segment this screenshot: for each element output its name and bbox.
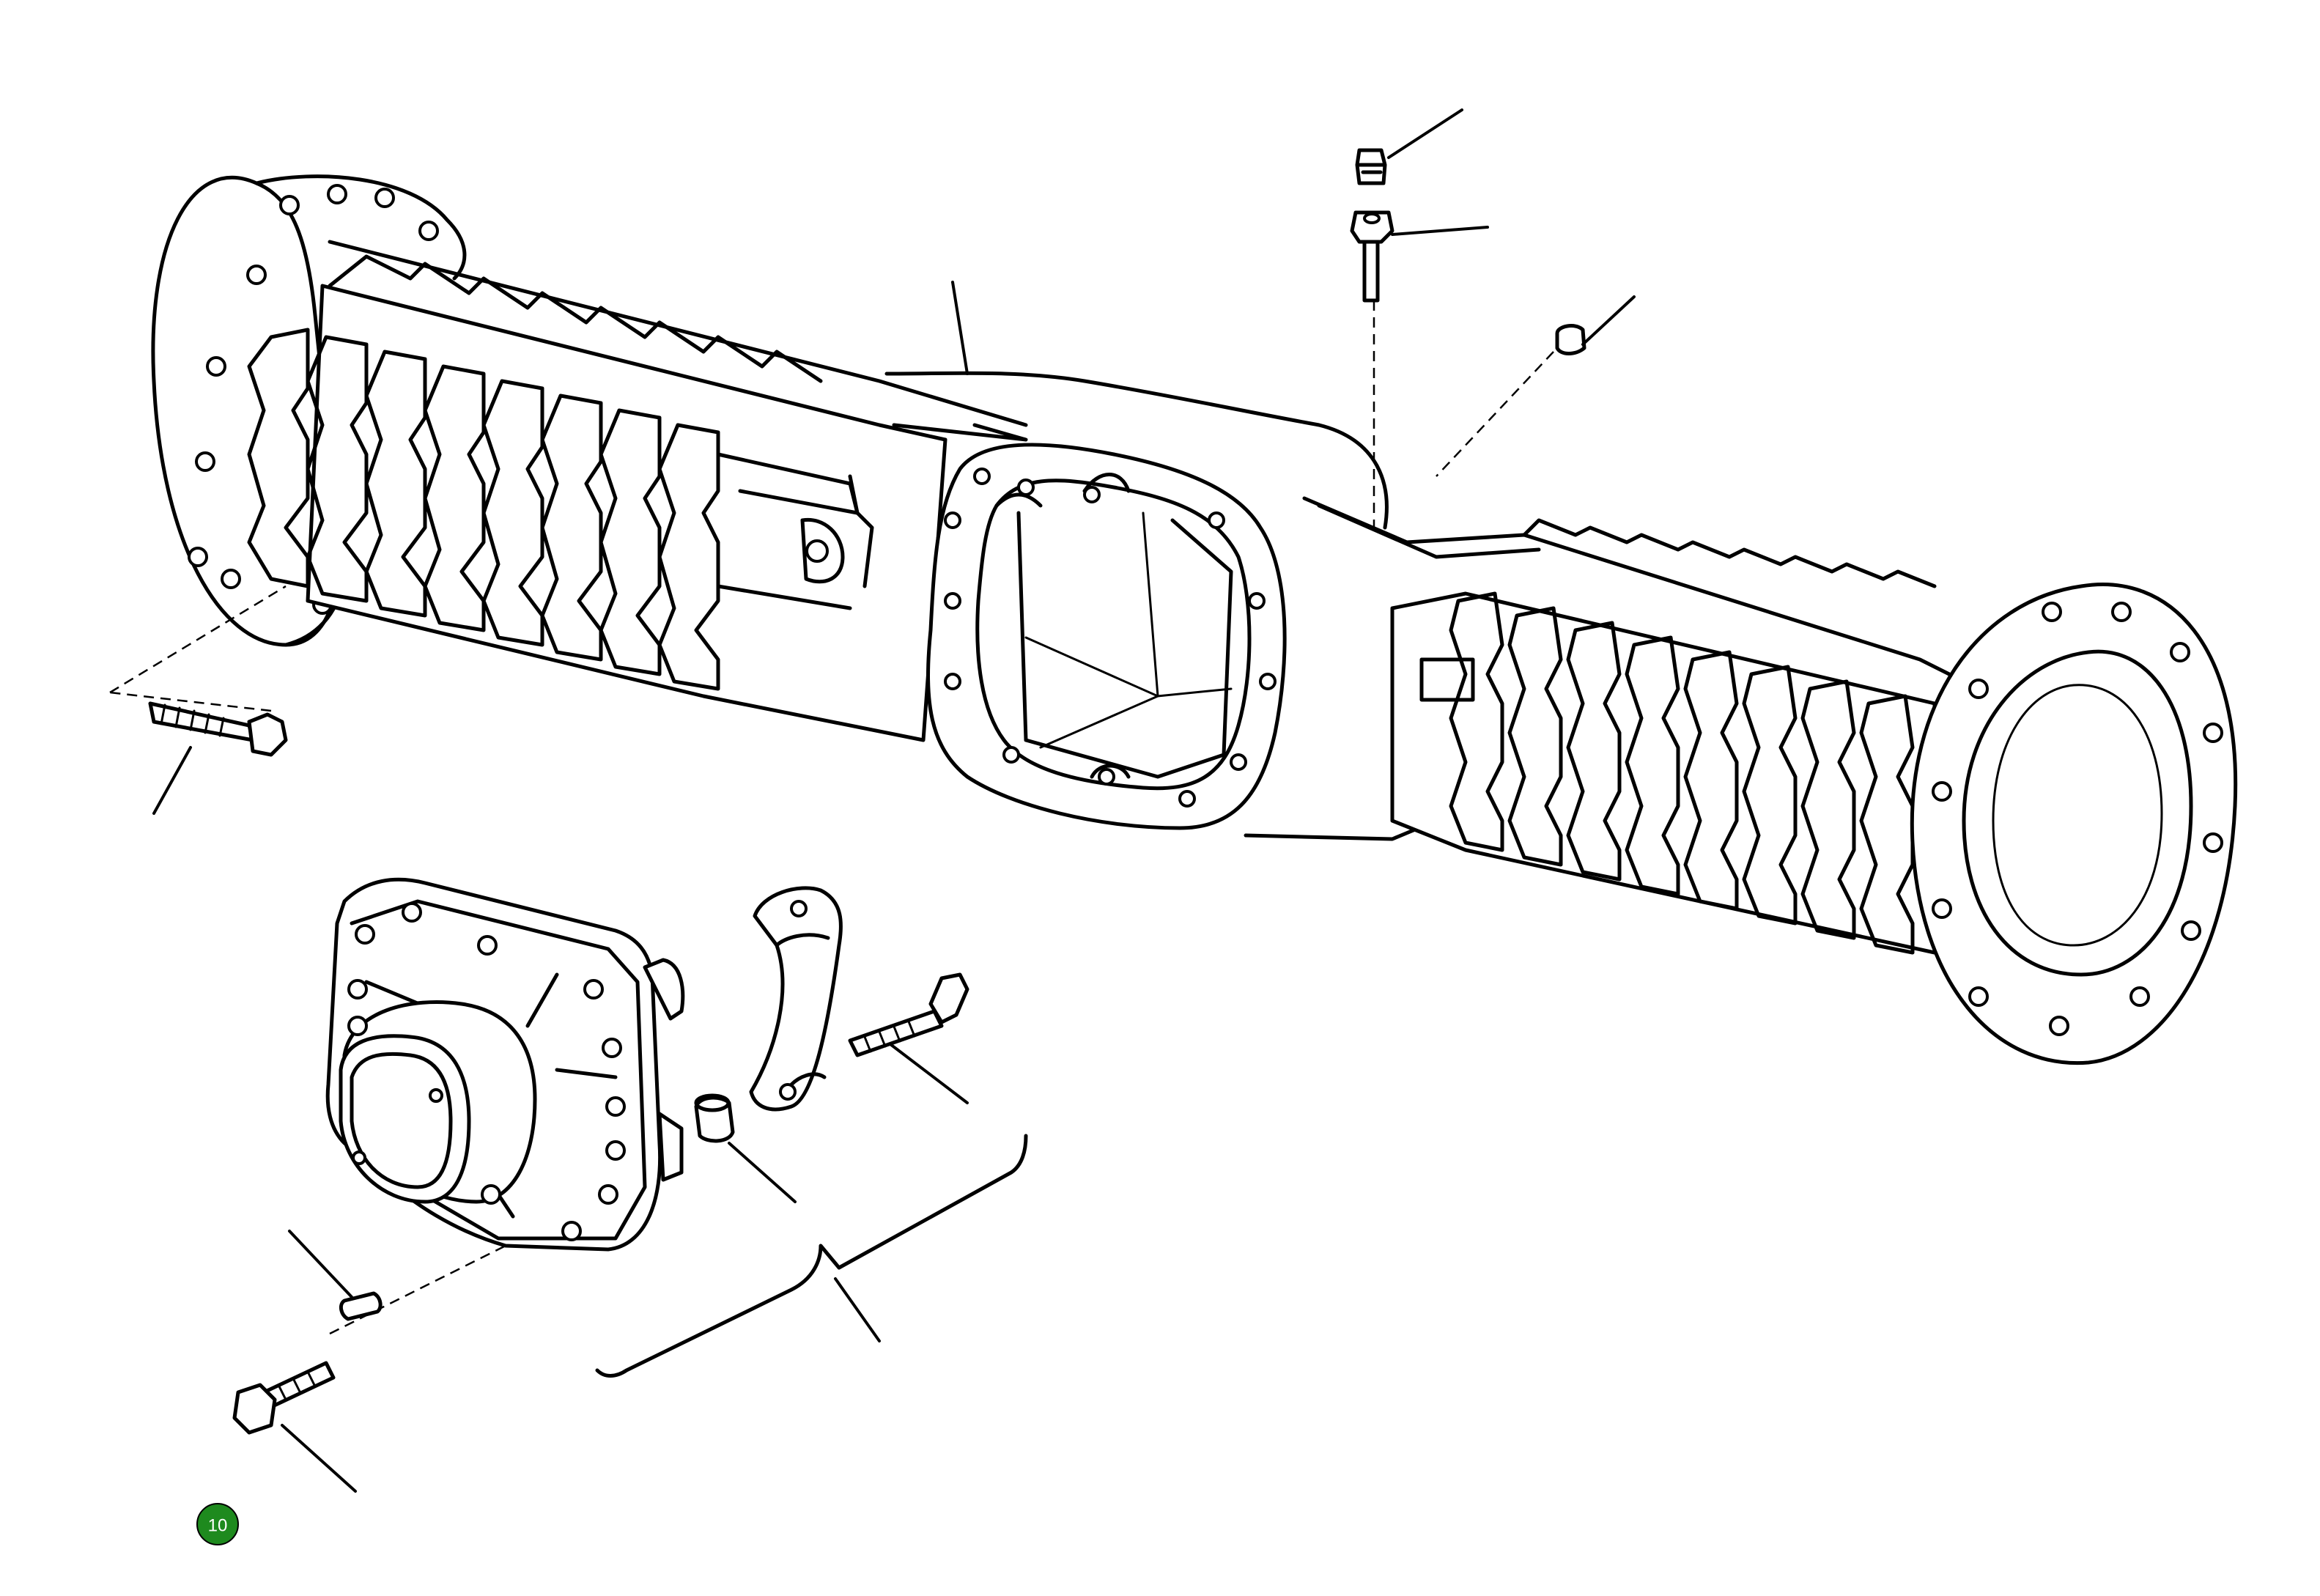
leader-axle-housing bbox=[951, 281, 969, 375]
carrier-bolt bbox=[232, 1361, 336, 1435]
leader-carrier-bolt bbox=[281, 1424, 357, 1493]
page-number-badge: 10 bbox=[196, 1503, 239, 1545]
left-flange bbox=[151, 174, 467, 647]
differential-bowl bbox=[884, 371, 1438, 841]
leader-expansion-plug bbox=[1581, 295, 1636, 346]
right-cooling-fins bbox=[1449, 591, 1915, 955]
breather-plug bbox=[1355, 148, 1387, 185]
bearing-cap bbox=[749, 886, 843, 1112]
leader-bushing bbox=[728, 1142, 797, 1203]
callout-leaders bbox=[152, 108, 1636, 1493]
left-cooling-fins bbox=[247, 328, 720, 691]
right-flange bbox=[1910, 583, 2238, 1065]
leader-dowel-pin bbox=[288, 1230, 353, 1298]
dowel-pin bbox=[339, 1291, 383, 1321]
cap-screw bbox=[848, 972, 969, 1057]
axle-housing bbox=[151, 174, 2238, 1065]
assembly-bracket bbox=[595, 1134, 1028, 1378]
breather-adapter bbox=[1350, 210, 1394, 303]
bushing bbox=[694, 1093, 735, 1143]
expansion-plug bbox=[1555, 324, 1586, 355]
leader-flange-bolt bbox=[152, 746, 192, 815]
leader-bracket bbox=[834, 1277, 881, 1342]
leader-breather-adapter bbox=[1391, 226, 1489, 236]
page-badge-circle bbox=[196, 1503, 239, 1545]
right-tube bbox=[1302, 496, 1951, 955]
flange-bolt bbox=[148, 701, 288, 757]
page-number-label: 10 bbox=[208, 1516, 228, 1536]
assembly-lines bbox=[109, 300, 1554, 1335]
leader-breather-plug bbox=[1387, 108, 1463, 159]
bearing-carrier bbox=[325, 877, 685, 1252]
left-tube bbox=[247, 240, 1028, 742]
leader-cap-screw bbox=[889, 1043, 969, 1104]
